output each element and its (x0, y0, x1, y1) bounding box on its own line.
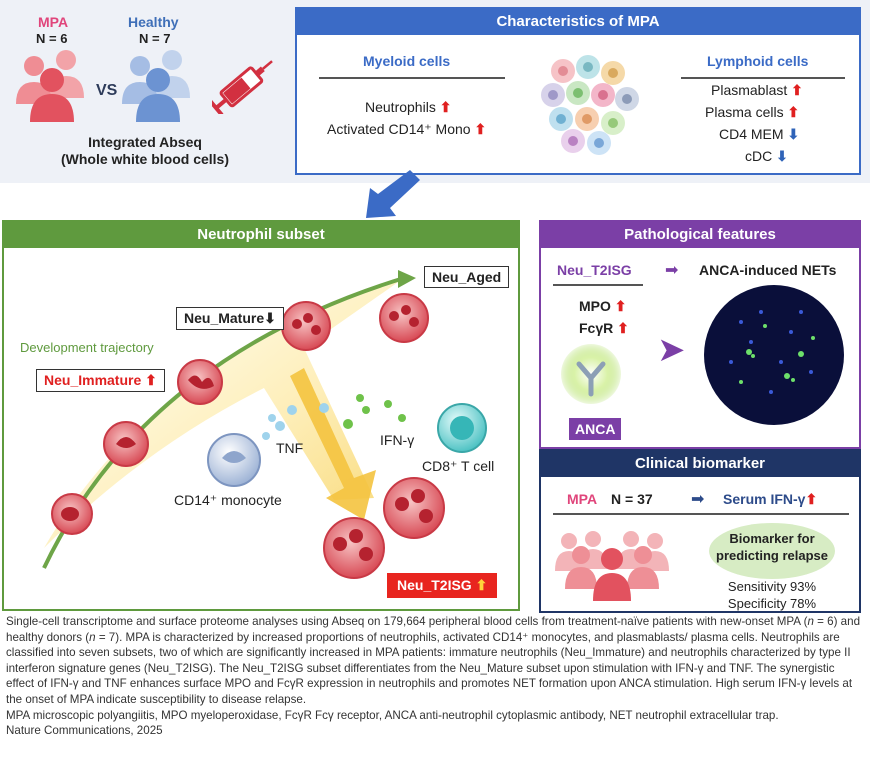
mpo-item: MPO ⬆ (579, 298, 627, 314)
nets-label: ANCA-induced NETs (699, 262, 837, 278)
tnf-molecules (262, 403, 329, 440)
healthy-n: N = 7 (139, 31, 171, 46)
patient-group-icon (555, 531, 669, 601)
lymphoid-item: cDC ⬇ (745, 148, 788, 164)
lymphoid-item: CD4 MEM ⬇ (719, 126, 800, 142)
clinical-title: Clinical biomarker (541, 451, 859, 477)
clinical-mpa: MPA (567, 491, 598, 507)
up-arrow-icon: ⬆ (617, 320, 629, 336)
right-arrow-icon: ➡ (665, 262, 679, 279)
serum-ifn-item: Serum IFN-γ⬆ (723, 491, 818, 507)
assay-line-2: (Whole white blood cells) (61, 151, 229, 167)
white-blood-cells-icon (541, 55, 639, 155)
trajectory-label: Development trajectory (20, 340, 154, 355)
cd14-label: CD14⁺ monocyte (174, 492, 282, 508)
trajectory-graphic (42, 270, 487, 579)
mpa-group-icon (16, 50, 84, 122)
neutrophil-cell (103, 421, 149, 467)
up-arrow-icon: ⬆ (791, 82, 803, 98)
up-arrow-icon: ⬆ (439, 99, 452, 115)
neu-immature-label: Neu_Immature ⬆ (36, 369, 165, 392)
myeloid-heading: Myeloid cells (363, 53, 451, 69)
neu-t2isg-cell (323, 517, 385, 579)
caption-body: Single-cell transcriptome and surface pr… (6, 615, 861, 706)
clinical-n: N = 37 (611, 491, 653, 507)
up-arrow-icon: ⬆ (787, 104, 800, 120)
bubble-line-2: predicting relapse (716, 548, 828, 563)
clinical-panel: Clinical biomarker MPA N = 37 ➡ Serum IF… (539, 449, 861, 613)
syringe-icon (212, 60, 273, 114)
up-arrow-icon: ⬆ (475, 577, 488, 593)
specificity: Specificity 78% (727, 596, 817, 611)
neu-t2isg-label: Neu_T2ISG ⬆ (387, 573, 498, 598)
up-arrow-icon: ⬆ (474, 121, 487, 137)
up-arrow-icon: ⬆ (145, 372, 157, 388)
neu-t2isg-cell (383, 477, 445, 539)
characteristics-panel: Characteristics of MPA Myeloid cells Lym… (295, 7, 861, 175)
flow-arrow-icon (366, 170, 420, 218)
bubble-line-1: Biomarker for (729, 531, 815, 546)
vs-label: VS (96, 82, 118, 99)
pathological-panel: Pathological features Neu_T2ISG ➡ ANCA-i… (539, 220, 861, 449)
healthy-group-icon (122, 50, 190, 122)
figure-caption: Single-cell transcriptome and surface pr… (6, 614, 864, 739)
cd14-monocyte-cell (207, 433, 261, 487)
myeloid-item: Neutrophils ⬆ (365, 99, 452, 115)
mpa-n: N = 6 (36, 31, 68, 46)
lymphoid-item: Plasma cells ⬆ (705, 104, 800, 120)
biomarker-bubble (709, 523, 835, 579)
up-arrow-icon: ⬆ (614, 298, 627, 314)
pathological-title: Pathological features (541, 222, 859, 248)
up-arrow-icon: ⬆ (805, 491, 818, 507)
pathological-subset: Neu_T2ISG (557, 262, 632, 278)
down-arrow-icon: ⬇ (776, 148, 788, 164)
ifn-label: IFN-γ (380, 432, 415, 448)
caption-abbreviations: MPA microscopic polyangiitis, MPO myelop… (6, 708, 779, 722)
neutrophil-cell (177, 359, 223, 405)
neu-mature-label: Neu_Mature⬇ (176, 307, 284, 330)
neutrophil-cell (379, 293, 429, 343)
down-arrow-icon: ⬇ (787, 126, 800, 142)
neutrophil-cell (281, 301, 331, 351)
healthy-label: Healthy (128, 14, 179, 30)
lymphoid-item: Plasmablast ⬆ (711, 82, 803, 98)
neutrophil-panel: Neutrophil subset (2, 220, 520, 611)
neu-aged-label: Neu_Aged (424, 266, 510, 288)
tnf-label: TNF (276, 440, 304, 456)
right-arrow-icon: ➡ (691, 491, 705, 508)
fcgr-item: FcγR ⬆ (579, 320, 629, 336)
antibody-icon (561, 344, 621, 404)
caption-journal: Nature Communications, 2025 (6, 724, 163, 738)
assay-line-1: Integrated Abseq (88, 134, 202, 150)
anca-label: ANCA (569, 418, 622, 440)
right-arrow-icon: ➤ (657, 331, 686, 369)
subset-divider (553, 284, 643, 286)
clinical-divider (553, 513, 849, 515)
cd8-t-cell (437, 403, 487, 453)
mpa-label: MPA (38, 14, 69, 30)
neutrophil-cell (51, 493, 93, 535)
lymphoid-divider (681, 77, 845, 79)
lymphoid-heading: Lymphoid cells (707, 53, 809, 69)
cd8-label: CD8⁺ T cell (422, 458, 495, 474)
characteristics-title: Characteristics of MPA (297, 9, 859, 35)
down-arrow-icon: ⬇ (264, 310, 276, 326)
neutrophil-title: Neutrophil subset (4, 222, 518, 248)
myeloid-item: Activated CD14⁺ Mono ⬆ (327, 121, 487, 137)
sensitivity: Sensitivity 93% (727, 579, 817, 594)
ifn-molecules (343, 394, 406, 429)
myeloid-divider (319, 77, 505, 79)
nets-microscopy-image (704, 285, 844, 425)
